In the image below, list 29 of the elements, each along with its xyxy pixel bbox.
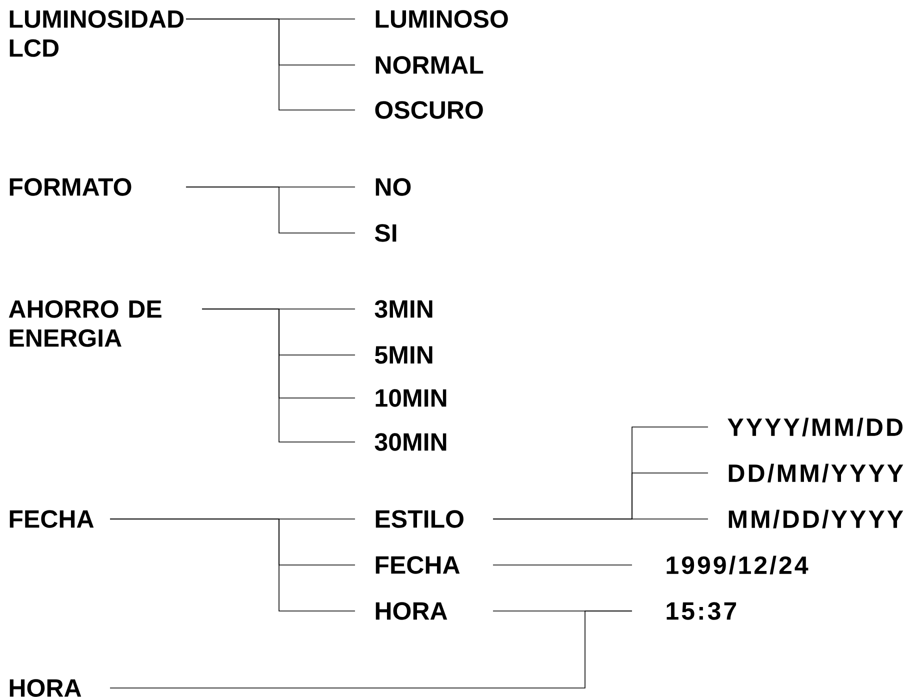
menu-label: LUMINOSO	[376, 10, 508, 28]
menu-label: AHORRO DE ENERGIA	[8, 300, 162, 347]
menu-label: 15:37	[666, 602, 736, 620]
connector-line	[492, 518, 708, 520]
menu-label: DD/MM/YYYY	[728, 464, 904, 482]
connector-line	[186, 186, 356, 234]
menu-label: HORA	[376, 602, 448, 620]
connector-line	[110, 610, 632, 688]
connector-line	[110, 518, 356, 612]
menu-label: FORMATO	[10, 178, 132, 196]
menu-label: 30MIN	[374, 433, 446, 451]
menu-label: 1999/12/24	[666, 556, 808, 574]
connector-line	[186, 18, 356, 110]
menu-label: FECHA	[376, 556, 460, 574]
menu-label: 3MIN	[374, 300, 432, 318]
menu-label: YYYY/MM/DD	[728, 418, 902, 436]
menu-label: SI	[374, 224, 396, 242]
menu-label: OSCURO	[375, 101, 483, 119]
menu-label: 10MIN	[376, 389, 446, 407]
connector-line	[492, 564, 632, 566]
menu-label: NORMAL	[376, 56, 484, 74]
menu-label: LUMINOSIDAD LCD	[10, 10, 184, 57]
menu-label: MM/DD/YYYY	[728, 510, 904, 528]
menu-label: FECHA	[10, 510, 94, 528]
menu-label: NO	[376, 178, 411, 196]
connector-line	[202, 308, 356, 442]
menu-label: HORA	[10, 679, 82, 697]
menu-label: ESTILO	[376, 510, 464, 528]
menu-label: 5MIN	[374, 346, 432, 364]
